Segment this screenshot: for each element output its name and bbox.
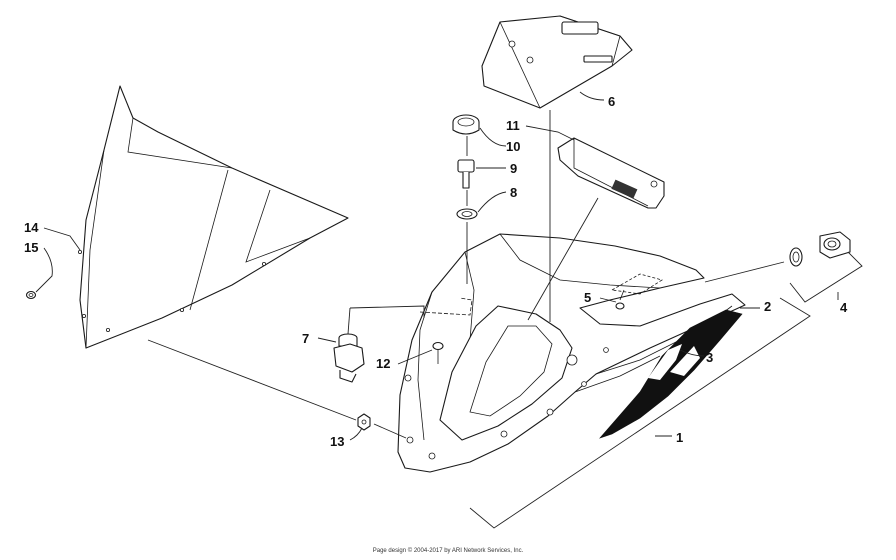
callout-3: 3 — [706, 350, 713, 365]
callout-14: 14 — [24, 220, 39, 235]
decal-graphic — [599, 309, 743, 439]
callout-12: 12 — [376, 356, 390, 371]
key-9 — [457, 159, 475, 189]
fastener-5 — [615, 289, 625, 310]
screw-12 — [432, 341, 444, 364]
switch-7 — [333, 333, 365, 383]
nut-8 — [456, 208, 478, 220]
callout-4: 4 — [840, 300, 848, 315]
callout-9: 9 — [510, 161, 517, 176]
windshield — [78, 85, 349, 349]
callout-10: 10 — [506, 139, 520, 154]
power-outlet — [789, 231, 851, 267]
nut-13 — [357, 413, 371, 431]
screw-15 — [25, 290, 37, 300]
callout-5: 5 — [584, 290, 591, 305]
callout-8: 8 — [510, 185, 517, 200]
callout-1: 1 — [676, 430, 683, 445]
callout-11: 11 — [506, 118, 520, 133]
hood-console — [397, 233, 746, 473]
copyright-footer: Page design © 2004-2017 by ARI Network S… — [372, 548, 524, 554]
callout-7: 7 — [302, 331, 309, 346]
gauge-unit — [557, 137, 665, 209]
mounting-outline — [419, 297, 473, 316]
leader-lines — [35, 91, 863, 529]
callout-13: 13 — [330, 434, 344, 449]
callout-6: 6 — [608, 94, 615, 109]
switch-cap-10 — [452, 114, 480, 135]
gauge-cover — [481, 15, 633, 109]
callout-15: 15 — [24, 240, 38, 255]
callout-2: 2 — [764, 299, 771, 314]
